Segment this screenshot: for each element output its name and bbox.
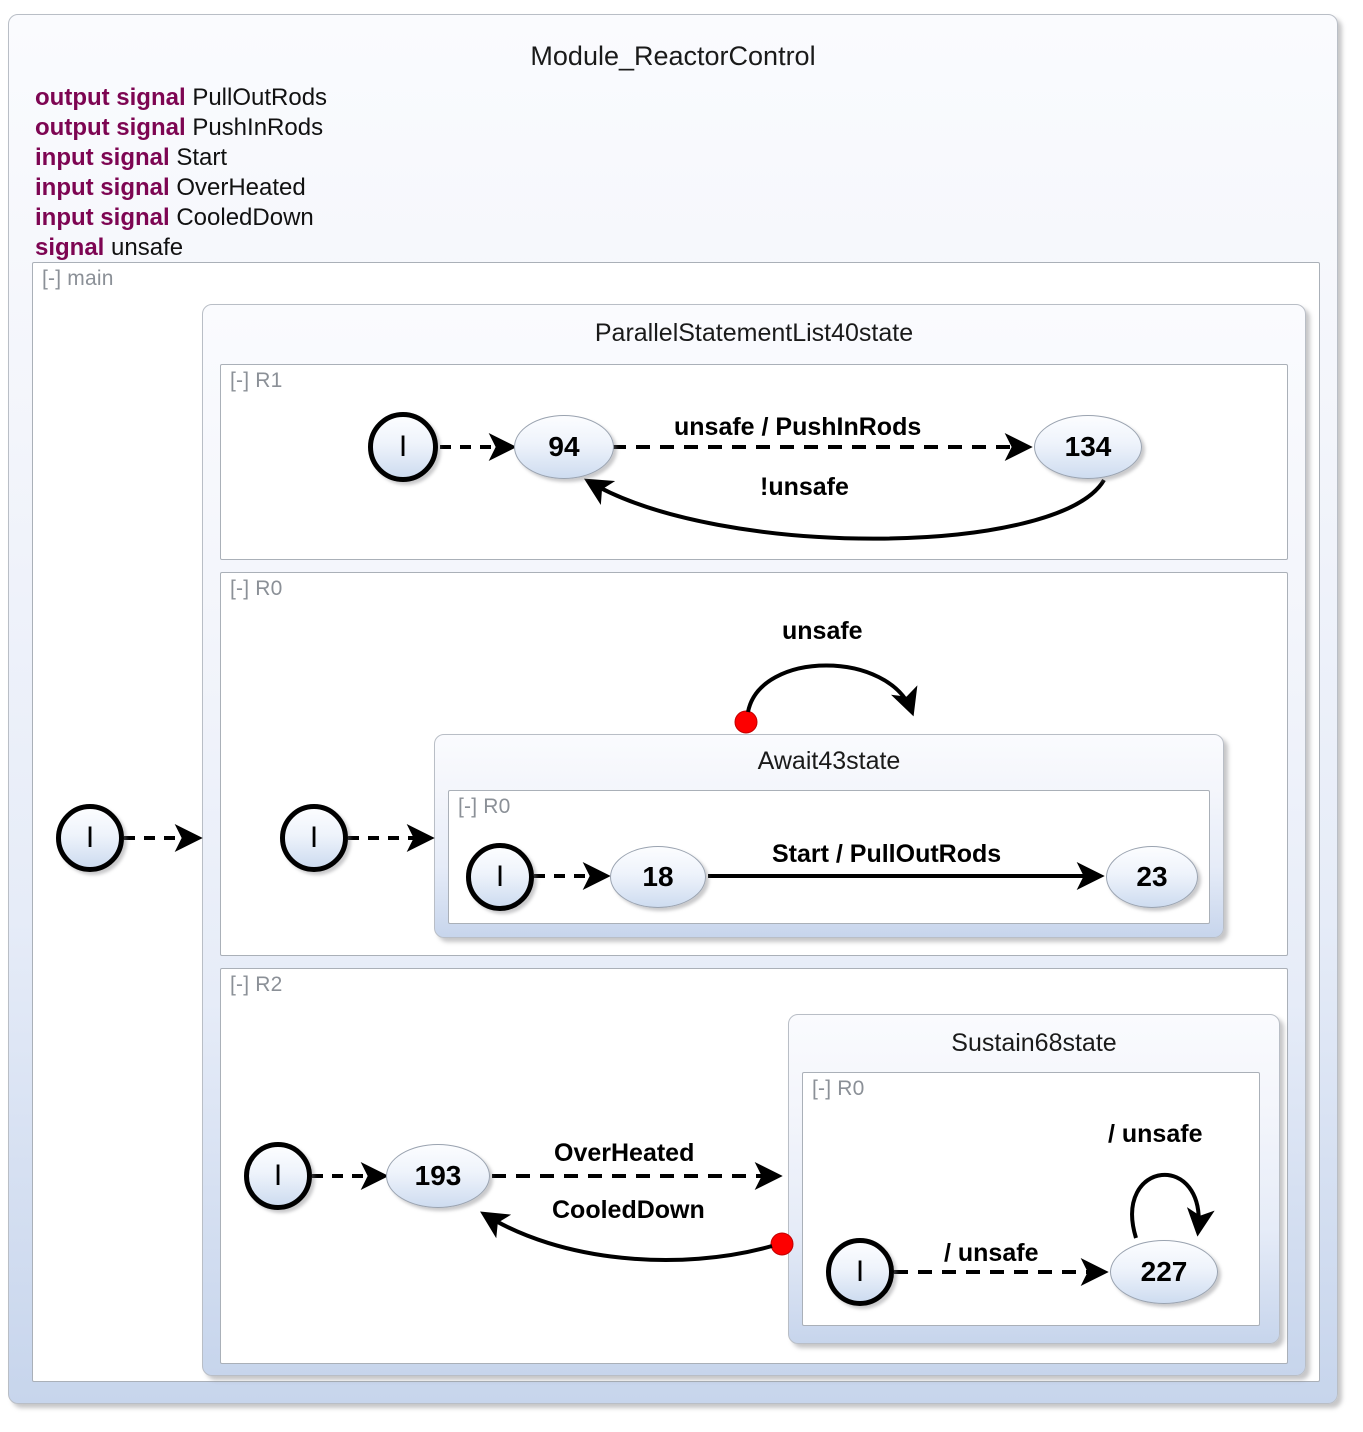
declaration-row: input signal Start [35, 143, 327, 173]
initial-state-label: I [495, 860, 505, 893]
region-sustain-r0-label[interactable]: [-] R0 [812, 1077, 865, 1100]
declaration-keyword: input signal [35, 204, 170, 231]
state-node-23[interactable]: 23 [1106, 846, 1198, 908]
region-r0-label[interactable]: [-] R0 [230, 577, 283, 600]
declaration-list: output signal PullOutRods output signal … [35, 83, 327, 263]
state-node-193[interactable]: 193 [386, 1144, 490, 1208]
initial-state-main[interactable]: I [56, 804, 124, 872]
state-await-title: Await43state [757, 747, 901, 775]
state-node-label: 18 [642, 861, 674, 892]
module-title: Module_ReactorControl [530, 41, 816, 71]
state-node-227[interactable]: 227 [1110, 1240, 1218, 1304]
declaration-keyword: signal [35, 234, 105, 261]
initial-state-label: I [309, 821, 319, 854]
initial-state-r0[interactable]: I [280, 804, 348, 872]
region-main-label[interactable]: [-] main [42, 267, 114, 290]
initial-state-label: I [855, 1255, 865, 1288]
initial-state-label: I [398, 430, 408, 463]
declaration-name: PullOutRods [192, 84, 328, 111]
initial-state-await-r0[interactable]: I [466, 843, 534, 911]
initial-state-sustain-r0[interactable]: I [826, 1238, 894, 1306]
edge-label-emit-unsafe-loop: / unsafe [1108, 1120, 1203, 1148]
declaration-keyword: output signal [35, 84, 186, 111]
edge-label-overheated: OverHeated [554, 1139, 695, 1167]
declaration-name: OverHeated [176, 174, 306, 201]
state-parallel-title: ParallelStatementList40state [594, 319, 914, 347]
state-node-label: 134 [1064, 431, 1112, 462]
region-r2-label[interactable]: [-] R2 [230, 973, 283, 996]
state-sustain-title: Sustain68state [951, 1029, 1117, 1057]
edge-label-cooleddown: CooledDown [552, 1196, 705, 1224]
declaration-name: CooledDown [176, 204, 314, 231]
declaration-name: unsafe [111, 234, 184, 261]
initial-state-r1[interactable]: I [368, 412, 438, 482]
declaration-row: output signal PushInRods [35, 113, 327, 143]
edge-label-not-unsafe: !unsafe [760, 473, 849, 501]
declaration-row: input signal OverHeated [35, 173, 327, 203]
state-node-label: 193 [414, 1160, 462, 1191]
initial-state-label: I [273, 1159, 283, 1192]
region-await-r0[interactable]: [-] R0 [448, 790, 1210, 924]
state-node-134[interactable]: 134 [1034, 415, 1142, 479]
state-node-18[interactable]: 18 [610, 846, 706, 908]
edge-label-emit-unsafe-init: / unsafe [944, 1239, 1039, 1267]
initial-state-r2[interactable]: I [244, 1142, 312, 1210]
region-r1-label[interactable]: [-] R1 [230, 369, 283, 392]
edge-label-unsafe-pushinrods: unsafe / PushInRods [674, 413, 922, 441]
declaration-row: input signal CooledDown [35, 203, 327, 233]
declaration-keyword: input signal [35, 174, 170, 201]
state-node-label: 23 [1136, 861, 1168, 892]
state-node-94[interactable]: 94 [514, 415, 614, 479]
region-await-r0-label[interactable]: [-] R0 [458, 795, 511, 818]
state-node-label: 227 [1140, 1256, 1188, 1287]
declaration-keyword: input signal [35, 144, 170, 171]
declaration-name: PushInRods [192, 114, 324, 141]
edge-label-unsafe: unsafe [782, 617, 863, 645]
declaration-keyword: output signal [35, 114, 186, 141]
declaration-row: output signal PullOutRods [35, 83, 327, 113]
edge-label-start-pulloutrods: Start / PullOutRods [772, 840, 1002, 868]
initial-state-label: I [85, 821, 95, 854]
state-node-label: 94 [548, 431, 580, 462]
declaration-row: signal unsafe [35, 233, 327, 263]
declaration-name: Start [176, 144, 228, 171]
